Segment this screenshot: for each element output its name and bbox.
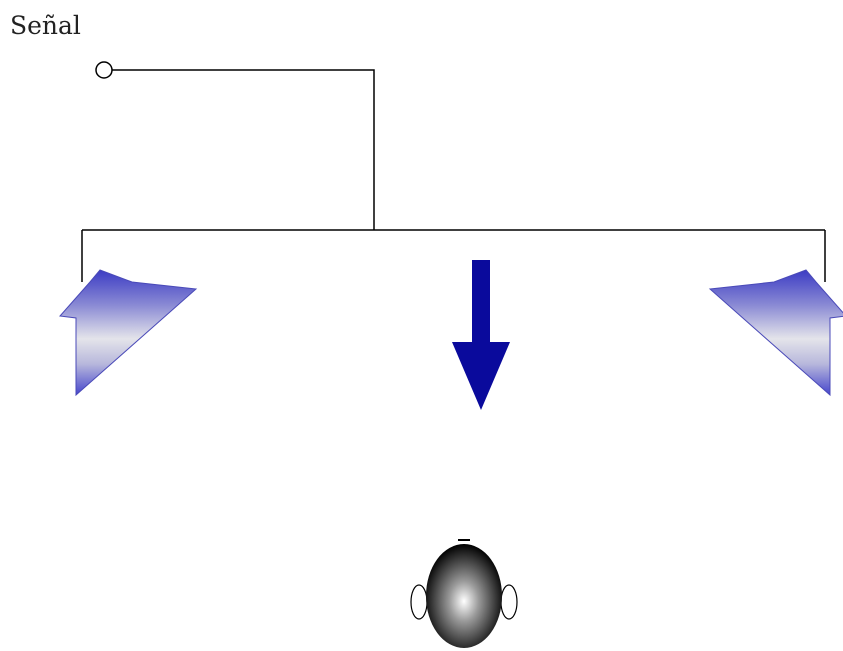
signal-input-terminal [95, 61, 113, 79]
right-speaker-icon [708, 269, 843, 397]
arrow-down-icon [452, 260, 510, 410]
right-ear [500, 584, 518, 620]
signal-wiring [81, 69, 826, 282]
wire-input [112, 69, 375, 230]
left-ear [410, 584, 428, 620]
head [426, 544, 502, 648]
left-speaker-icon [58, 269, 198, 397]
listener-head-icon [410, 539, 518, 648]
signal-label: Señal [10, 11, 81, 40]
